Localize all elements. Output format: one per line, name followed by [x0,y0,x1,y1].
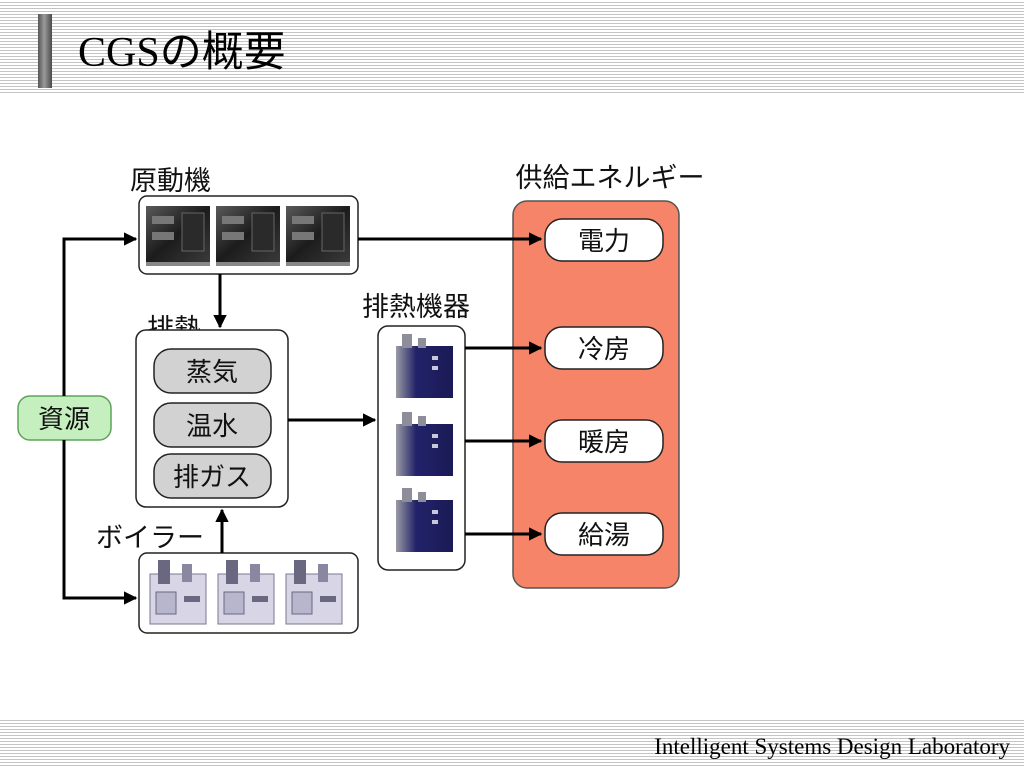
arrow-resources-to-boiler [62,440,138,605]
absorption-chiller-icon [396,412,453,476]
generator-unit-icon [146,206,210,266]
supply-energy-label: 供給エネルギー [516,163,705,194]
resources-node: 資源 [17,395,112,441]
absorption-chiller-icon [396,488,453,552]
svg-text:冷房: 冷房 [578,335,630,365]
exhaust-heat-equipment-label: 排熱機器 [362,292,470,323]
supply-item-heating: 暖房 [544,419,664,463]
footer-band [0,718,1024,768]
header-accent-bar [38,14,52,88]
svg-text:資源: 資源 [38,405,90,435]
boiler-unit-icon [285,560,343,625]
boiler-unit-icon [217,560,275,625]
arrow-resources-to-prime-mover [62,232,138,396]
supply-item-cooling: 冷房 [544,326,664,370]
supply-item-electricity: 電力 [544,218,664,262]
svg-text:暖房: 暖房 [578,428,630,458]
generator-unit-icon [286,206,350,266]
slide-title: CGSの概要 [78,30,286,76]
boiler-label: ボイラー [96,523,204,554]
svg-text:温水: 温水 [186,412,238,442]
supply-item-hot-water: 給湯 [544,512,664,556]
svg-text:給湯: 給湯 [578,521,630,551]
svg-text:電力: 電力 [578,227,630,257]
generator-unit-icon [216,206,280,266]
heat-item-exhaust-gas: 排ガス [153,453,272,499]
absorption-chiller-icon [396,334,453,398]
prime-mover-label: 原動機 [130,166,211,197]
svg-text:蒸気: 蒸気 [186,358,238,388]
svg-text:排ガス: 排ガス [173,463,251,493]
heat-item-hot-water: 温水 [153,402,272,448]
supply-energy-panel [512,200,680,589]
header-band [0,0,1024,95]
boiler-unit-icon [149,560,207,625]
footer-lab-name: Intelligent Systems Design Laboratory [654,734,1010,759]
heat-item-steam: 蒸気 [153,348,272,394]
